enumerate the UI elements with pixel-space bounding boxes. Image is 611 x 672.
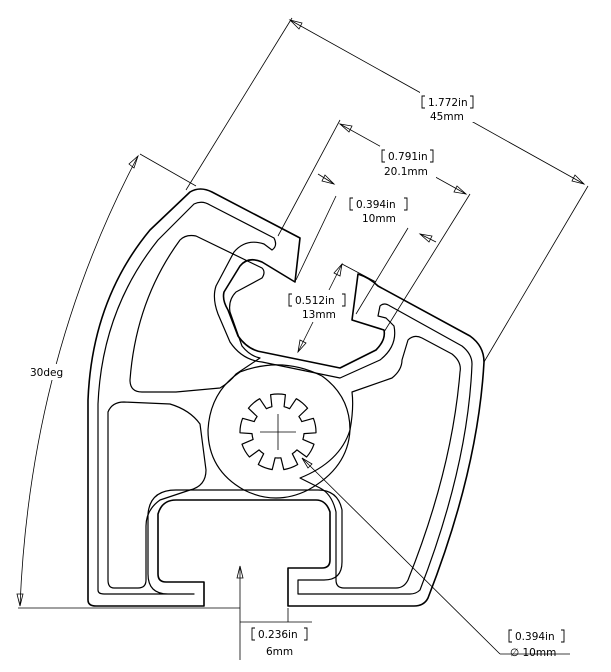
center-hub [207, 364, 351, 499]
dim-slot-span-mm: 20.1mm [384, 166, 428, 178]
bracket-left-icon [508, 629, 512, 643]
dim-width-mm: 45mm [430, 111, 464, 123]
dim-bottom-slot-mm: 6mm [266, 646, 293, 658]
dim-arc-30deg [19, 155, 139, 607]
dim-ext-line [139, 153, 197, 187]
dim-angle: 30deg [30, 367, 63, 379]
dim-ext-line [355, 227, 409, 315]
profile-outer-outline [87, 188, 485, 607]
dim-leader [317, 173, 335, 185]
bracket-right-icon [304, 627, 308, 641]
dim-ext-line [383, 193, 471, 333]
cavity-right [299, 335, 461, 589]
bracket-right-icon [470, 95, 474, 109]
profile-inner-outline [97, 201, 473, 595]
bracket-right-icon [404, 197, 408, 211]
bracket-left-icon [381, 149, 385, 163]
bracket-right-icon [561, 629, 565, 643]
dim-leader-bore [301, 457, 501, 655]
dim-leader [419, 233, 437, 243]
dim-slot-opening-in: 0.394in [356, 199, 396, 211]
bracket-right-icon [430, 149, 434, 163]
dim-ext-line [185, 17, 293, 191]
dim-slot-opening-mm: 10mm [362, 213, 396, 225]
dim-ext-line [295, 195, 337, 281]
dim-ext-line [277, 119, 341, 237]
dim-ext-line [483, 185, 589, 363]
bracket-right-icon [342, 293, 346, 307]
dim-bore-mm: ∅ 10mm [510, 647, 556, 659]
bracket-left-icon [421, 95, 425, 109]
bracket-left-icon [288, 293, 292, 307]
bracket-left-icon [251, 627, 255, 641]
dim-width-in: 1.772in [428, 97, 468, 109]
dim-bore-in: 0.394in [515, 631, 555, 643]
dim-slot-depth-in: 0.512in [295, 295, 335, 307]
cavity-lower-left [107, 401, 207, 589]
cavity-left [129, 234, 265, 393]
bracket-left-icon [349, 197, 353, 211]
dim-slot-depth-mm: 13mm [302, 309, 336, 321]
dim-ext-line [341, 263, 377, 283]
dim-slot-span-in: 0.791in [388, 151, 428, 163]
dim-bottom-slot-in: 0.236in [258, 629, 298, 641]
center-bore [239, 393, 317, 471]
